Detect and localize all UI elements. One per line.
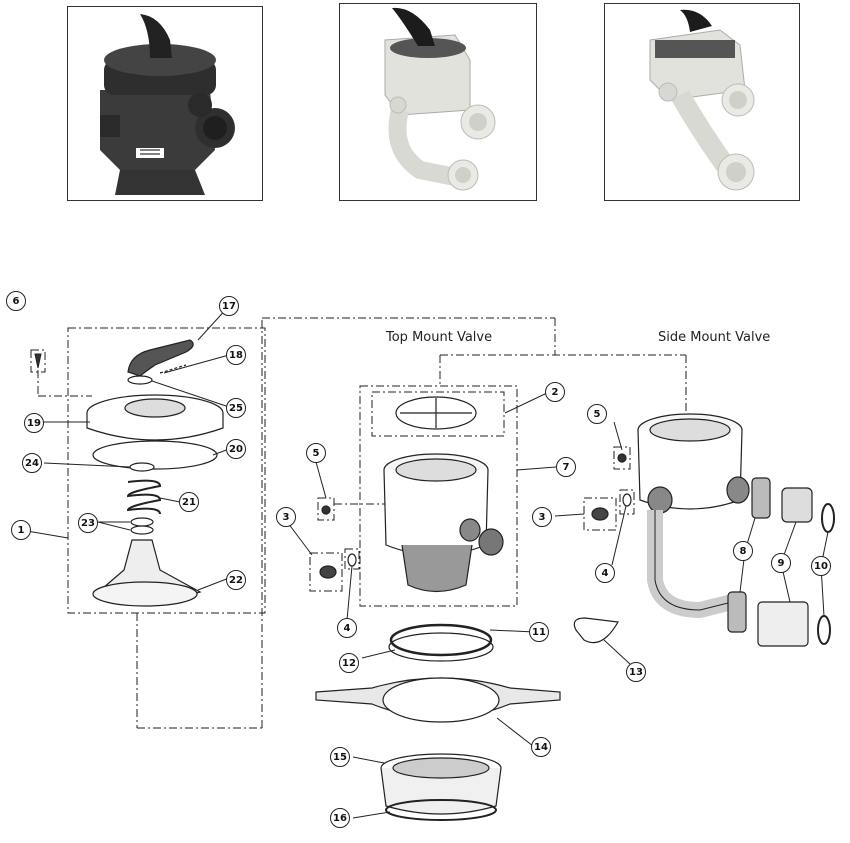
callout-22: 22 — [226, 570, 246, 590]
callout-23: 23 — [78, 513, 98, 533]
callout-14: 14 — [531, 737, 551, 757]
callout-2: 2 — [545, 382, 565, 402]
callout-19: 19 — [24, 413, 44, 433]
callout-3-top: 3 — [276, 507, 296, 527]
callout-15: 15 — [330, 747, 350, 767]
title-side-mount-valve: Side Mount Valve — [658, 330, 771, 345]
callout-4-side: 4 — [595, 563, 615, 583]
callout-21: 21 — [179, 492, 199, 512]
callout-11: 11 — [529, 622, 549, 642]
callout-16: 16 — [330, 808, 350, 828]
dark-valve-illustration — [100, 14, 235, 195]
callout-25: 25 — [226, 398, 246, 418]
callout-17: 17 — [219, 296, 239, 316]
callout-9: 9 — [771, 553, 791, 573]
callout-18: 18 — [226, 345, 246, 365]
callout-5-top: 5 — [306, 443, 326, 463]
callout-3-side: 3 — [532, 507, 552, 527]
callout-24: 24 — [22, 453, 42, 473]
side-mount-photo-illustration — [649, 9, 755, 191]
callout-13: 13 — [626, 662, 646, 682]
callout-20: 20 — [226, 439, 246, 459]
callout-5-side: 5 — [587, 404, 607, 424]
callout-7: 7 — [556, 457, 576, 477]
callout-6: 6 — [6, 291, 26, 311]
callout-12: 12 — [339, 653, 359, 673]
callout-4-top: 4 — [337, 618, 357, 638]
top-mount-photo-illustration — [384, 7, 496, 191]
callout-10: 10 — [811, 556, 831, 576]
callout-1: 1 — [11, 520, 31, 540]
title-top-mount-valve: Top Mount Valve — [386, 330, 493, 345]
callout-8: 8 — [733, 541, 753, 561]
